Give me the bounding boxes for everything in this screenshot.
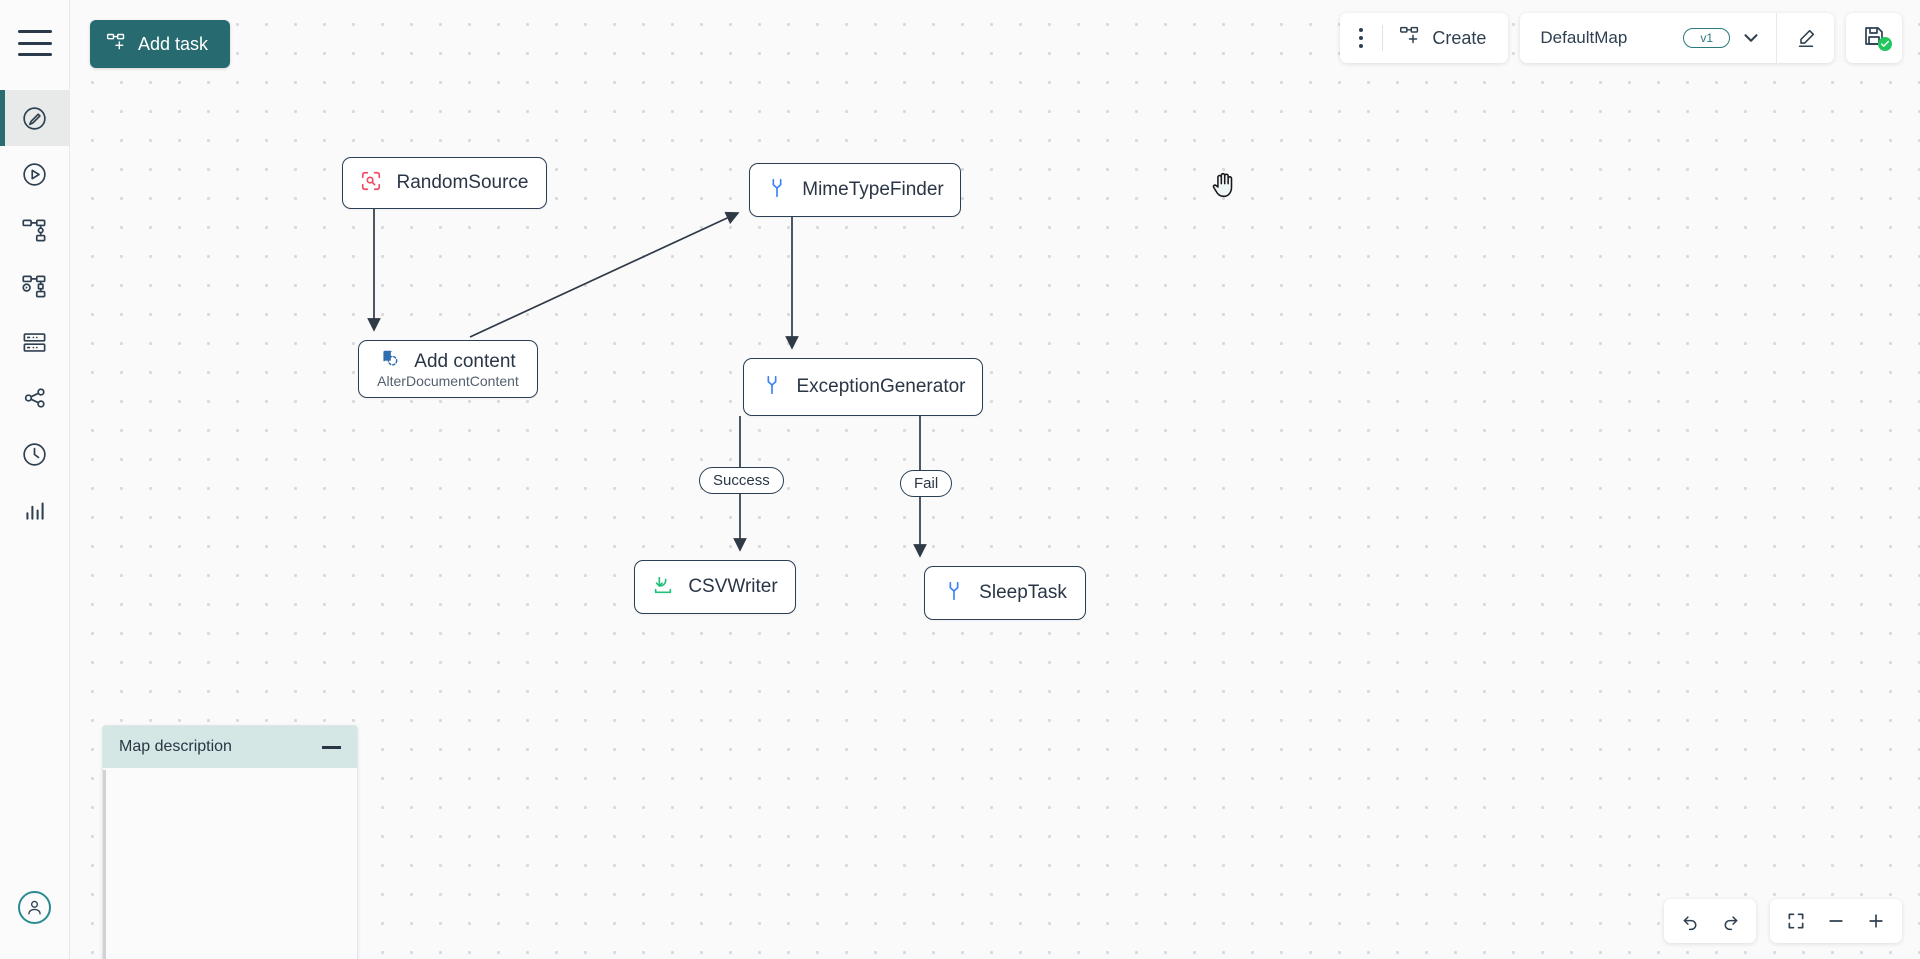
sidebar-item-executions[interactable] xyxy=(0,258,70,314)
history-controls xyxy=(1664,899,1756,943)
grab-hand-icon xyxy=(1208,168,1242,202)
sidebar-item-run[interactable] xyxy=(0,146,70,202)
divider xyxy=(1382,25,1384,51)
edge-addcontent-mimetypefinder xyxy=(469,211,740,338)
map-name-label: DefaultMap xyxy=(1540,28,1628,47)
node-mimetypefinder[interactable]: MimeTypeFinder xyxy=(749,163,961,217)
pencil-circle-icon xyxy=(21,105,48,132)
user-avatar-button[interactable] xyxy=(0,877,70,937)
redo-button[interactable] xyxy=(1710,901,1750,941)
map-description-body[interactable] xyxy=(103,768,357,959)
node-addcontent[interactable]: Add content AlterDocumentContent xyxy=(358,340,538,398)
create-button[interactable]: Create xyxy=(1383,13,1508,63)
clock-icon xyxy=(21,441,48,468)
sidebar-nav xyxy=(0,90,70,538)
document-edit-icon xyxy=(380,349,400,374)
edge-label-success[interactable]: Success xyxy=(699,467,784,494)
map-selector-panel: DefaultMap v1 xyxy=(1520,13,1834,63)
main-sidebar xyxy=(0,0,70,959)
scan-search-icon xyxy=(360,170,382,197)
add-task-label: Add task xyxy=(138,33,209,54)
play-circle-icon xyxy=(21,161,48,188)
wrench-icon xyxy=(766,177,788,204)
map-description-panel: Map description xyxy=(102,725,358,959)
node-label: ExceptionGenerator xyxy=(796,376,966,397)
sidebar-item-maps[interactable] xyxy=(0,202,70,258)
sidebar-item-servers[interactable] xyxy=(0,314,70,370)
sidebar-item-history[interactable] xyxy=(0,426,70,482)
zoom-in-button[interactable] xyxy=(1856,901,1896,941)
zoom-controls xyxy=(1770,899,1902,943)
node-label: Add content xyxy=(414,350,516,372)
save-map-button[interactable] xyxy=(1846,13,1902,63)
map-description-title: Map description xyxy=(119,738,232,755)
hamburger-menu-icon[interactable] xyxy=(17,30,52,56)
bar-chart-icon xyxy=(22,497,48,523)
edit-map-button[interactable] xyxy=(1776,13,1834,63)
node-subtitle: AlterDocumentContent xyxy=(377,373,519,389)
node-label: SleepTask xyxy=(979,582,1067,603)
node-exceptiongenerator[interactable]: ExceptionGenerator xyxy=(743,358,983,416)
sidebar-item-editor[interactable] xyxy=(0,90,70,146)
edge-label-fail[interactable]: Fail xyxy=(900,470,953,497)
fit-screen-button[interactable] xyxy=(1776,901,1816,941)
undo-button[interactable] xyxy=(1670,901,1710,941)
sidebar-item-share[interactable] xyxy=(0,370,70,426)
wrench-icon xyxy=(761,374,783,401)
share-nodes-icon xyxy=(22,385,48,411)
flow-canvas[interactable]: RandomSource MimeTypeFinder xyxy=(70,0,1920,959)
more-vertical-icon[interactable] xyxy=(1340,28,1382,48)
top-toolbar: Create DefaultMap v1 xyxy=(1340,13,1902,63)
sidebar-item-analytics[interactable] xyxy=(0,482,70,538)
chevron-down-icon[interactable] xyxy=(1740,27,1762,49)
node-label: CSVWriter xyxy=(688,576,778,597)
node-label: RandomSource xyxy=(396,172,529,193)
add-task-button[interactable]: Add task xyxy=(90,20,231,68)
user-avatar-icon xyxy=(18,890,51,924)
node-randomsource[interactable]: RandomSource xyxy=(342,157,547,209)
check-circle-icon xyxy=(1878,37,1892,51)
node-csvwriter[interactable]: CSVWriter xyxy=(634,560,796,614)
create-flow-icon xyxy=(1399,25,1420,51)
node-label: MimeTypeFinder xyxy=(802,179,944,200)
node-sleeptask[interactable]: SleepTask xyxy=(924,566,1086,620)
flow-tree-icon xyxy=(21,217,48,244)
server-stack-icon xyxy=(21,329,48,356)
map-description-header[interactable]: Map description xyxy=(103,726,357,768)
export-download-icon xyxy=(652,574,674,601)
minimize-dash-icon[interactable] xyxy=(322,745,341,749)
create-label: Create xyxy=(1432,27,1487,48)
flow-tree-play-icon xyxy=(21,273,48,300)
add-task-icon xyxy=(106,32,126,57)
canvas-controls xyxy=(1664,899,1902,943)
version-badge[interactable]: v1 xyxy=(1683,28,1730,48)
panel-accent-bar xyxy=(103,770,106,959)
zoom-out-button[interactable] xyxy=(1816,901,1856,941)
create-panel: Create xyxy=(1340,13,1509,63)
wrench-icon xyxy=(943,580,965,607)
